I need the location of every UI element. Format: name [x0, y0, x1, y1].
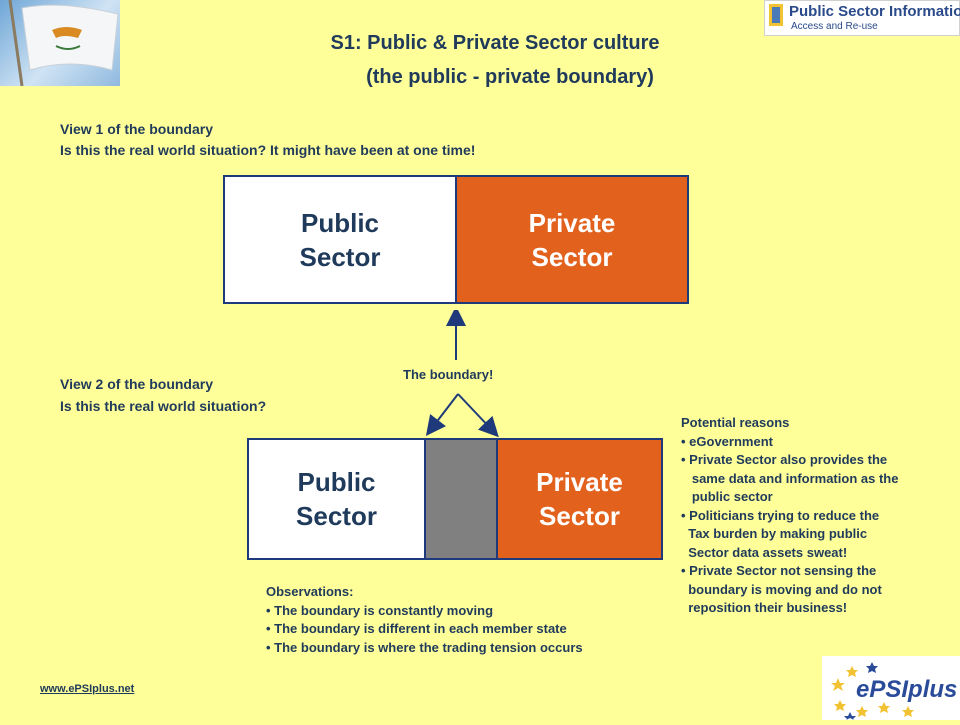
reason-item: • eGovernment: [681, 433, 773, 449]
observation-item: • The boundary is different in each memb…: [266, 621, 567, 636]
title-line-1: S1: Public & Private Sector culture: [330, 32, 660, 54]
epsiplus-logo: ePSIplus: [822, 656, 960, 720]
arrow-down-left-icon: [425, 393, 459, 436]
psi-logo-subtext: Access and Re-use: [791, 21, 878, 32]
view1-public-sector-box: Public Sector: [223, 175, 457, 304]
reasons-block: Potential reasons • eGovernment • Privat…: [681, 414, 898, 618]
boundary-arrows: [425, 310, 499, 438]
psi-logo-text: Public Sector Information: [789, 3, 960, 20]
view1-question: Is this the real world situation? It mig…: [60, 142, 476, 158]
epsiplus-logo-text: ePSIplus: [856, 676, 958, 703]
reasons-list: • eGovernment • Private Sector also prov…: [681, 433, 898, 618]
psi-logo: Public Sector Information Access and Re-…: [764, 0, 960, 36]
boundary-label: The boundary!: [403, 367, 494, 382]
observations-heading: Observations:: [266, 584, 354, 599]
view2-boundary-zone: [424, 438, 498, 560]
reasons-heading: Potential reasons: [681, 415, 790, 430]
view2-private-sector-box: Private Sector: [496, 438, 663, 560]
cyprus-flag-image: [0, 0, 120, 86]
slide-title: S1: Public & Private Sector culture (the…: [200, 26, 790, 94]
view2-heading: View 2 of the boundary: [60, 376, 213, 392]
observations-list: • The boundary is constantly moving • Th…: [266, 602, 583, 658]
arrow-down-right-icon: [457, 393, 499, 438]
reason-item: • Politicians trying to reduce the Tax b…: [681, 507, 880, 560]
observation-item: • The boundary is where the trading tens…: [266, 639, 583, 655]
observations-block: Observations: • The boundary is constant…: [266, 583, 583, 657]
reason-item: • Private Sector not sensing the boundar…: [681, 563, 882, 615]
view2-question: Is this the real world situation?: [60, 398, 267, 414]
observation-item: • The boundary is constantly moving: [266, 602, 494, 618]
view1-heading: View 1 of the boundary: [60, 121, 213, 137]
view1-private-sector-box: Private Sector: [455, 175, 689, 304]
footer-website-link[interactable]: www.ePSIplus.net: [40, 683, 135, 695]
view2-public-sector-box: Public Sector: [247, 438, 426, 560]
title-line-2: (the public - private boundary): [366, 66, 654, 88]
reason-item: • Private Sector also provides the same …: [681, 452, 899, 504]
